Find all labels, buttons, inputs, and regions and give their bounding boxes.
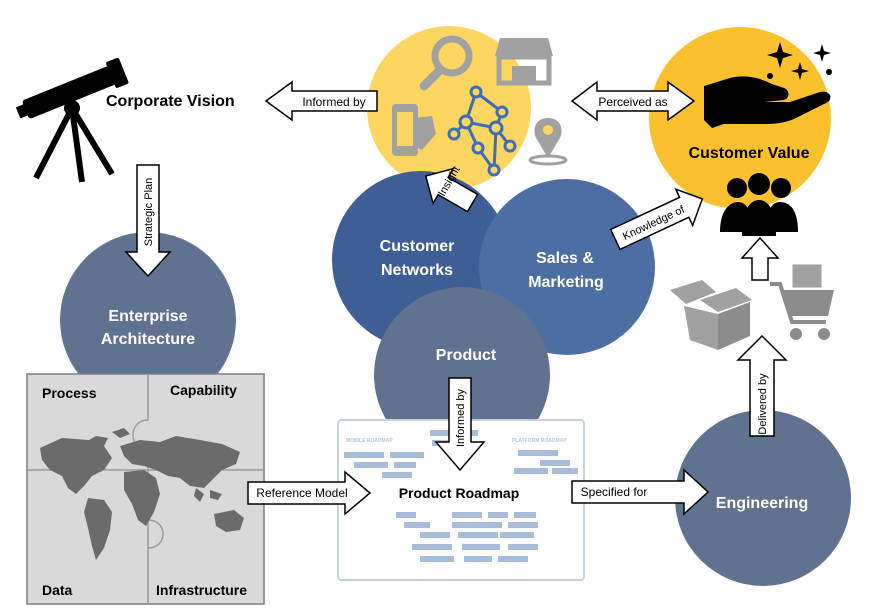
- arrow-perceived-as-label: Perceived as: [598, 95, 667, 109]
- engineering-node: [675, 410, 851, 586]
- arrow-informed-by-product-label: Informed by: [455, 388, 467, 447]
- arrow-informed-by-top: [264, 80, 378, 122]
- puzzle-capability-label: Capability: [170, 382, 237, 398]
- sales-marketing-label-2: Marketing: [528, 274, 604, 291]
- location-pin-icon: [528, 118, 568, 166]
- product-label: Product: [436, 347, 497, 364]
- arrow-specified-for-label: Specified for: [581, 485, 648, 499]
- telescope-icon: [15, 57, 129, 183]
- hand-offering-icon: [704, 76, 831, 128]
- arrow-strategic-plan-label: Strategic Plan: [143, 178, 155, 246]
- puzzle-infrastructure-label: Infrastructure: [156, 582, 247, 598]
- enterprise-architecture-label-2: Architecture: [101, 331, 195, 348]
- arrow-informed-by-product: [434, 377, 486, 472]
- sparkles-icon: [767, 42, 832, 80]
- roadmap-right-header: PLATFORM ROADMAP: [512, 438, 567, 444]
- puzzle-data-label: Data: [42, 582, 73, 598]
- roadmap-bars: [344, 430, 578, 562]
- product-roadmap-label: Product Roadmap: [399, 485, 520, 501]
- arrow-reference-model-label: Reference Model: [256, 486, 347, 500]
- customer-networks-label-2: Networks: [381, 262, 453, 279]
- sales-marketing-label-1: Sales &: [536, 250, 594, 267]
- arrow-informed-by-top-label: Informed by: [302, 95, 365, 109]
- engineering-label: Engineering: [716, 495, 808, 512]
- product-roadmap-document: MOBILE ROADMAP PLATFORM ROADMAP: [337, 419, 585, 581]
- arrow-knowledge-of: [609, 187, 704, 251]
- roadmap-left-header: MOBILE ROADMAP: [346, 438, 393, 444]
- arrow-specified-for: [571, 468, 710, 516]
- store-icon: [495, 38, 553, 86]
- customer-group-icon: [720, 173, 798, 236]
- enterprise-architecture-label-1: Enterprise: [108, 308, 187, 325]
- network-icon: [447, 85, 517, 177]
- arrow-insight: [424, 167, 479, 213]
- arrow-reference-model: [247, 470, 372, 516]
- enterprise-architecture-node: [60, 232, 236, 408]
- corporate-vision-label: Corporate Vision: [106, 93, 235, 110]
- architecture-puzzle: [26, 373, 265, 605]
- world-map-icon: [40, 428, 244, 560]
- customer-value-label: Customer Value: [689, 145, 810, 162]
- arrow-delivered-by-label: Delivered by: [757, 373, 769, 435]
- mobile-phone-icon: [392, 104, 436, 156]
- arrow-up-to-customer-value: [740, 236, 780, 281]
- arrow-delivered-by: [736, 334, 788, 437]
- customer-networks-label-1: Customer: [380, 238, 455, 255]
- shopping-cart-icon: [770, 263, 834, 340]
- sales-marketing-node: [479, 179, 655, 355]
- open-box-icon: [670, 280, 752, 350]
- arrow-strategic-plan: [124, 164, 172, 278]
- puzzle-process-label: Process: [42, 385, 97, 401]
- search-icon: [419, 35, 473, 91]
- arrow-perceived-as: [570, 80, 696, 122]
